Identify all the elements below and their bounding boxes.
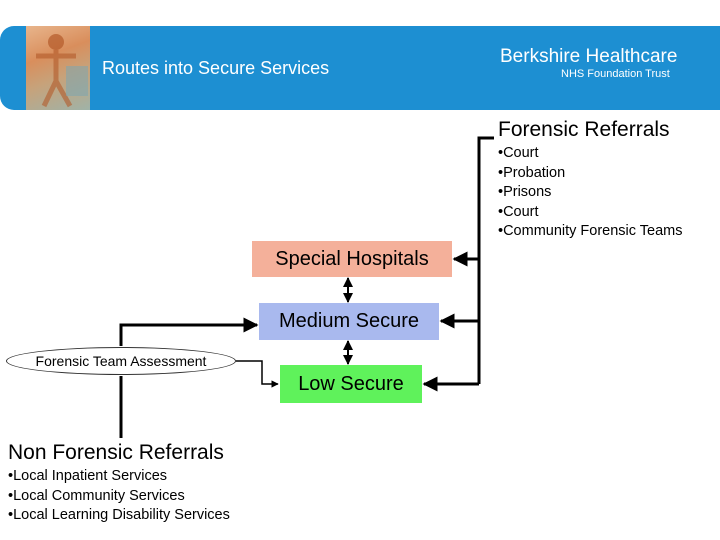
header-banner: Routes into Secure Services Berkshire He… xyxy=(0,26,720,110)
list-item: •Prisons xyxy=(498,184,552,200)
list-item: •Local Learning Disability Services xyxy=(8,507,230,523)
forensic-bracket-line xyxy=(477,136,494,384)
non-forensic-route-upper xyxy=(119,317,259,346)
brand-subtitle: NHS Foundation Trust xyxy=(561,68,670,80)
special-hospitals-node: Special Hospitals xyxy=(252,241,452,277)
figure-graphic xyxy=(36,34,88,108)
non-forensic-referrals-heading: Non Forensic Referrals xyxy=(8,441,224,464)
list-item: •Court xyxy=(498,203,539,220)
collage-photo-icon xyxy=(26,26,90,110)
non-forensic-referrals-list: •Local Inpatient Services •Local Communi… xyxy=(8,467,230,526)
forensic-team-assessment-node: Forensic Team Assessment xyxy=(6,347,236,375)
page-title: Routes into Secure Services xyxy=(102,58,330,78)
list-item: •Probation xyxy=(498,164,566,181)
list-item: •Local Community Services xyxy=(8,487,185,504)
brand-name: Berkshire Healthcare xyxy=(500,46,678,67)
assessment-to-low-secure xyxy=(236,360,279,388)
medium-secure-node: Medium Secure xyxy=(259,303,439,340)
list-item: •Court xyxy=(498,145,539,161)
low-secure-node: Low Secure xyxy=(280,365,422,403)
list-item: •Community Forensic Teams xyxy=(498,223,683,239)
forensic-referrals-list: •Court •Probation •Prisons •Court •Commu… xyxy=(498,144,683,242)
forensic-referrals-heading: Forensic Referrals xyxy=(498,118,670,141)
list-item: •Local Inpatient Services xyxy=(8,468,168,484)
